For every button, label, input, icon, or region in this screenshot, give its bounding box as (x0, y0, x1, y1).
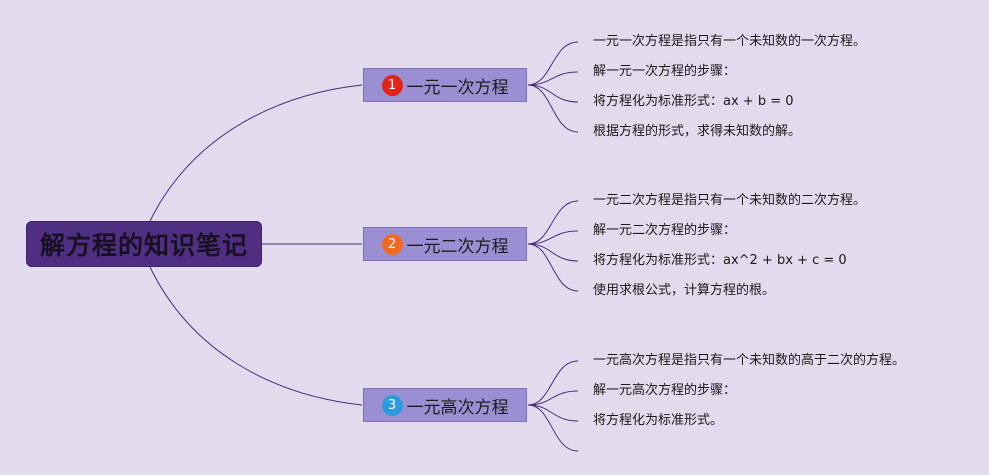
connector-root-branch-3 (149, 266, 363, 406)
root-node[interactable]: 解方程的知识笔记 (26, 221, 262, 267)
root-label: 解方程的知识笔记 (39, 231, 248, 260)
leaf-text: 一元二次方程是指只有一个未知数的二次方程。 (593, 193, 867, 208)
branch-label: 一元二次方程 (406, 236, 509, 257)
number-badge-icon: 1 (381, 74, 403, 96)
leaf-text: 使用求根公式，计算方程的根。 (593, 283, 776, 298)
branch-2-leaf-connectors (527, 200, 579, 292)
leaf-text: 将方程化为标准形式。 (593, 413, 724, 428)
number-badge-icon: 2 (381, 233, 403, 255)
branch-1-leaf-connectors (527, 41, 579, 133)
branch-node-2[interactable]: 2 一元二次方程 (363, 227, 527, 261)
leaf-text: 将方程化为标准形式：ax + b = 0 (593, 94, 794, 109)
branch-label: 一元一次方程 (406, 77, 509, 98)
leaf-text: 解一元一次方程的步骤： (593, 64, 737, 79)
leaf-text: 解一元高次方程的步骤： (593, 383, 737, 398)
leaf-text: 根据方程的形式，求得未知数的解。 (593, 124, 802, 139)
leaf-text: 一元高次方程是指只有一个未知数的高于二次的方程。 (593, 353, 906, 368)
number-badge-icon: 3 (381, 394, 403, 416)
leaf-text: 解一元二次方程的步骤： (593, 223, 737, 238)
leaf-text: 将方程化为标准形式：ax^2 + bx + c = 0 (593, 253, 847, 268)
branch-node-3[interactable]: 3 一元高次方程 (363, 388, 527, 422)
connector-root-branch-1 (149, 84, 363, 222)
branch-label: 一元高次方程 (406, 397, 509, 418)
branch-3-leaf-connectors (527, 360, 579, 452)
leaf-text: 一元一次方程是指只有一个未知数的一次方程。 (593, 34, 867, 49)
branch-node-1[interactable]: 1 一元一次方程 (363, 68, 527, 102)
